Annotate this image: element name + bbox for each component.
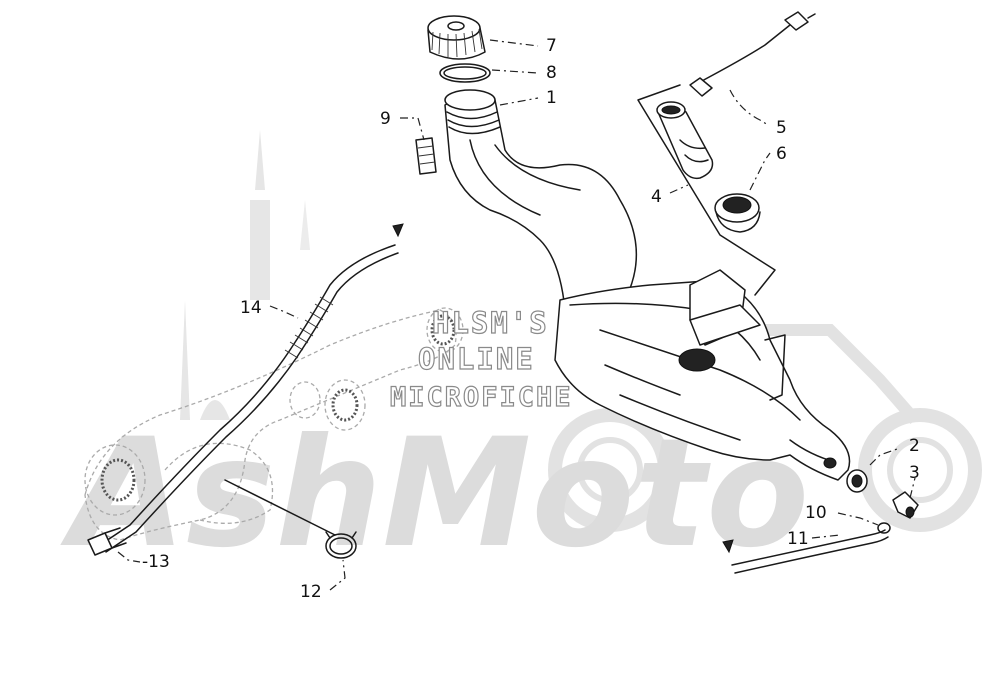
callout-11: 11 — [787, 529, 809, 549]
fuel-line-part-14 — [99, 223, 404, 553]
watermark-line-3: MICROFICHE — [390, 382, 573, 413]
fuel-tank — [554, 269, 851, 481]
ghost-pump-assembly — [84, 307, 464, 541]
pump-gears — [100, 314, 456, 502]
callout-3: 3 — [909, 463, 920, 483]
callout-7: 7 — [546, 36, 557, 56]
vent-hose-part-11 — [722, 529, 889, 574]
wire-lead-part-5 — [689, 11, 816, 97]
watermark-overlay: HLSM'S ONLINE MICROFICHE — [389, 305, 573, 413]
fitting-part-13 — [87, 527, 127, 556]
strap-part-9 — [415, 137, 437, 175]
watermark-skyline — [180, 130, 310, 420]
callout-8: 8 — [546, 63, 557, 83]
callout-1: 1 — [546, 88, 557, 108]
clamp-part-10 — [877, 522, 891, 534]
callout-12: 12 — [300, 582, 322, 602]
callout-9: 9 — [380, 109, 391, 129]
o-ring-part-8 — [439, 63, 491, 83]
filler-neck-part-1 — [444, 89, 638, 331]
callout-6: 6 — [776, 144, 787, 164]
grommet-part-2 — [846, 469, 868, 493]
watermark-line-1: HLSM'S — [432, 306, 549, 340]
grommet-part-6 — [714, 193, 761, 233]
callout-2: 2 — [909, 436, 920, 456]
fuel-cap-part-7 — [427, 15, 486, 60]
leader-lines — [117, 39, 916, 591]
callout-5: 5 — [776, 118, 787, 138]
callout-10: 10 — [805, 503, 827, 523]
sender-assembly-part-4 — [637, 84, 776, 296]
callout-labels: 7 8 1 9 5 6 4 2 3 10 11 12 -13 14 — [142, 36, 920, 602]
callout-4: 4 — [651, 187, 662, 207]
callout-13: -13 — [142, 552, 170, 572]
pump-lead-line — [224, 479, 336, 536]
watermark-line-2: ONLINE — [418, 342, 535, 376]
callout-14: 14 — [240, 298, 262, 318]
elbow-fitting-part-3 — [892, 491, 919, 519]
clamp-part-12 — [325, 531, 357, 559]
